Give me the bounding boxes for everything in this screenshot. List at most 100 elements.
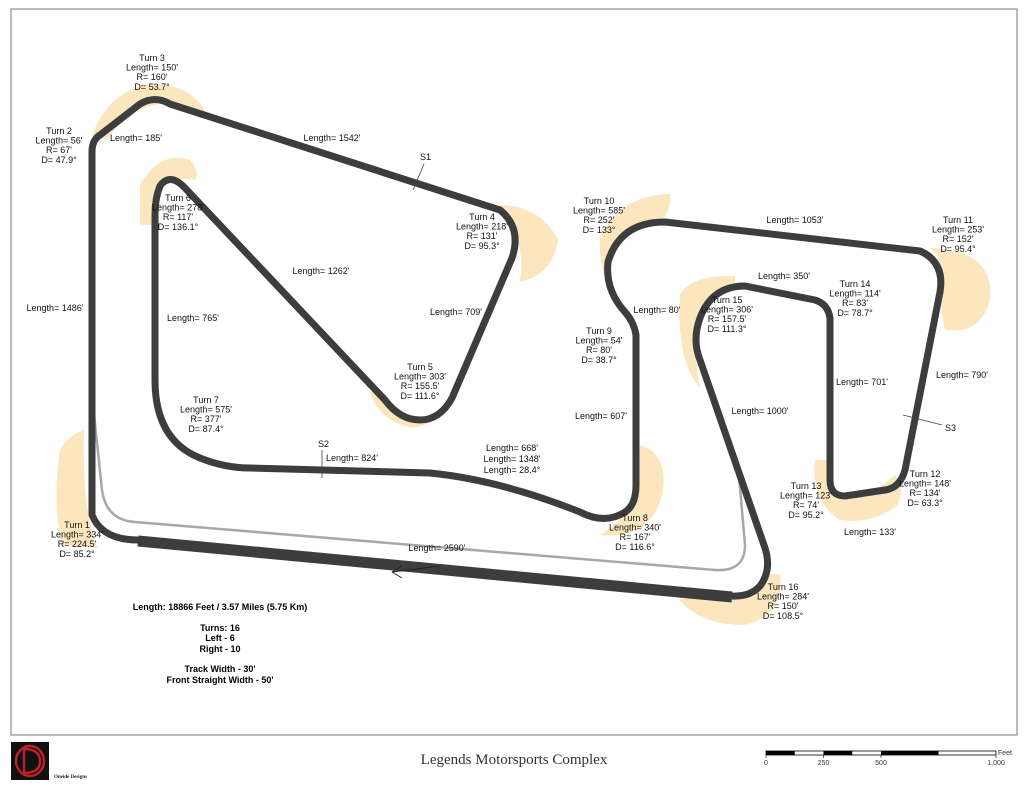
scale-seg-3 [881,751,939,755]
turn-15-label: Turn 15 [712,295,743,305]
segment-length-label: Length= 765' [167,313,219,323]
turn-15-degrees: D= 111.3° [707,324,746,334]
turn-2-label: Turn 2 [46,126,72,136]
segment-length-label: Length= 1348' [483,454,540,464]
sector-label-s3: S3 [945,423,956,433]
turn-9-degrees: D= 38.7° [581,355,617,365]
summary-turns: Turns: 16 [200,623,240,633]
scale-tick-250: 250 [818,760,830,767]
segment-length-label: Length= 824' [326,453,378,463]
turn-10-length: Length= 585' [573,206,625,216]
turn-5-label: Turn 5 [407,362,433,372]
turn-1-radius: R= 224.5' [58,539,97,549]
turn-12-label: Turn 12 [910,469,941,479]
segment-length-label: Length= 28.4° [484,465,541,475]
turn-12-length: Length= 148' [899,479,951,489]
segment-length-label: Length= 1262' [292,266,349,276]
map-title: Legends Motorsports Complex [421,752,608,768]
turn-7-length: Length= 575' [180,405,232,415]
segment-length-label: Length= 1000' [731,406,788,416]
map-frame [10,8,1018,736]
turn-10-degrees: D= 133° [583,225,616,235]
turn-6-degrees: D= 136.1° [158,222,199,232]
turn-11-zone [930,248,991,331]
scale-tick-1000: 1,000 [987,760,1005,767]
logo-mark [14,744,46,778]
segment-length-label: Length= 701' [836,377,888,387]
segment-length-label: Length= 133' [844,527,896,537]
turn-1-label: Turn 1 [64,520,90,530]
turn-8-label: Turn 8 [622,513,648,523]
turn-5-radius: R= 155.5' [401,381,440,391]
turn-12-radius: R= 134' [910,488,941,498]
turn-12-13-zone [814,460,901,521]
turn-2-length: Length= 56' [35,136,82,146]
turn-1-degrees: D= 85.2° [59,549,95,559]
segment-length-label: Length= 80' [633,305,680,315]
turn-7-degrees: D= 87.4° [188,424,224,434]
summary-length: Length: 18866 Feet / 3.57 Miles (5.75 Km… [133,602,308,612]
brand-logo: Oneide Designs [11,742,87,780]
turn-8-degrees: D= 116.6° [615,542,655,552]
turn-2-radius: R= 67' [46,145,72,155]
turn-13-radius: R= 74' [793,500,819,510]
turn-16-radius: R= 150' [768,601,799,611]
turn-6-label: Turn 6 [165,193,191,203]
segment-length-label: Length= 1053' [766,215,823,225]
sector-3-line [902,414,943,426]
turn-16-degrees: D= 108.5° [763,611,804,621]
turn-4-degrees: D= 95.3° [464,241,500,251]
segment-length-label: Length= 607' [575,411,627,421]
turn-15-length: Length= 306' [701,305,753,315]
turn-8-radius: R= 167' [620,532,651,542]
turn-3-radius: R= 160' [137,72,168,82]
turn-11-label: Turn 11 [943,215,973,225]
turn-15-radius: R= 157.5' [708,314,747,324]
turn-14-radius: R= 83' [842,298,868,308]
segment-labels: Length= 185'Length= 1542'Length= 1486'Le… [26,133,988,553]
turn-2-3-zone [92,84,205,140]
scale-seg-2 [823,751,853,755]
segment-length-label: Length= 668' [486,443,538,453]
turn-10-radius: R= 252' [584,215,615,225]
direction-arrow [391,565,441,579]
turn-8-zone [600,445,664,536]
sector-label-s2: S2 [318,439,329,449]
turn-9-radius: R= 80' [586,345,612,355]
turn-11-radius: R= 152' [943,234,974,244]
front-straight [137,535,733,603]
summary-track-width: Track Width - 30' [184,664,255,674]
turn-13-label: Turn 13 [791,481,822,491]
turn-2-degrees: D= 47.9° [41,155,77,165]
turn-10-label: Turn 10 [584,196,615,206]
turn-7-radius: R= 377' [191,414,222,424]
turn-15-zone [679,275,735,388]
sector-label-s1: S1 [420,152,431,162]
turn-13-length: Length= 123' [780,491,832,501]
segment-length-label: Length= 2590' [408,543,465,553]
track-outline [88,96,945,600]
segment-length-label: Length= 709' [430,307,482,317]
turn-14-length: Length= 114' [829,289,881,299]
segment-length-label: Length= 1542' [303,133,360,143]
sector-markers [321,163,943,478]
brand-name: Oneide Designs [54,775,87,780]
turn-3-degrees: D= 53.7° [134,82,170,92]
turn-16-label: Turn 16 [768,582,799,592]
